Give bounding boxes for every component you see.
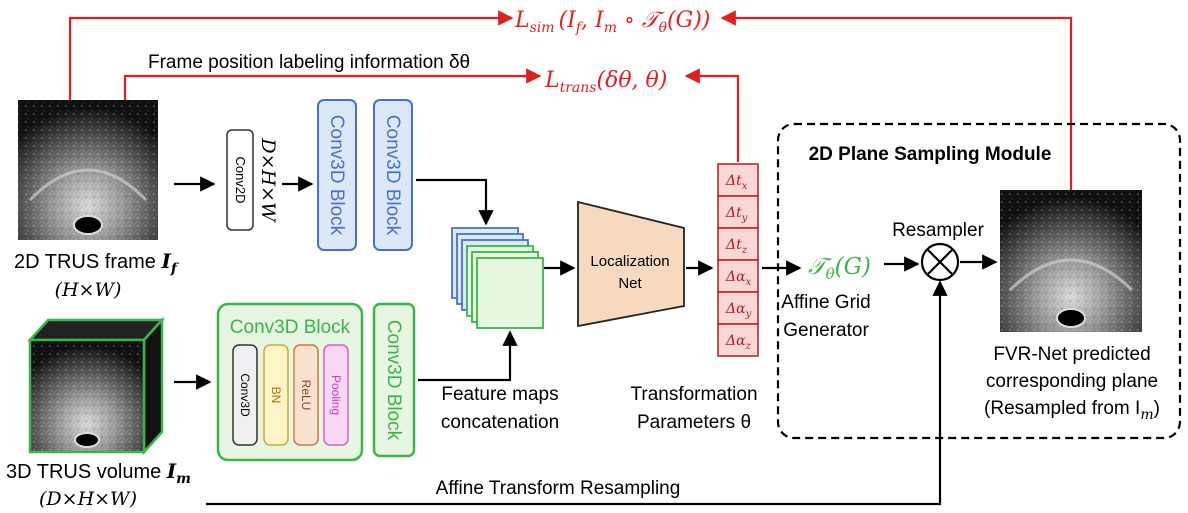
feature-maps-label-2: concatenation — [441, 412, 559, 433]
svg-text:Pooling: Pooling — [329, 375, 343, 415]
affine-grid-symbol: 𝒯θ(G) — [808, 254, 871, 283]
conv3d-block-green: Conv3D Block Conv3D BN ReLU Pooling — [216, 302, 364, 462]
svg-text:Conv3D Block: Conv3D Block — [383, 320, 404, 441]
param-label: Δαx — [725, 269, 752, 288]
param-cell: Δαz — [717, 323, 759, 357]
localization-net: Localization Net — [577, 200, 685, 328]
param-label: Δtz — [725, 237, 748, 256]
output-label-2: corresponding plane — [986, 371, 1158, 392]
frame-position-label: Frame position labeling information δθ — [148, 52, 470, 73]
conv3d-block-blue-2: Conv3D Block — [373, 99, 413, 251]
dhw-label: D×H×W — [257, 137, 279, 223]
bn-layer — [263, 344, 289, 446]
svg-text:Conv2D: Conv2D — [233, 157, 248, 204]
plane-sampling-module-box — [776, 122, 1182, 440]
svg-text:ReLU: ReLU — [299, 380, 313, 411]
affine-grid-label-2: Generator — [783, 320, 869, 341]
param-cell: Δαy — [717, 291, 759, 325]
param-label: Δty — [725, 205, 748, 224]
svg-text:Conv3D Block: Conv3D Block — [326, 115, 347, 236]
transformation-label-2: Parameters θ — [637, 412, 751, 433]
trus-frame-image — [18, 100, 158, 240]
loss-lines — [68, 10, 1073, 190]
pooling-layer — [323, 344, 349, 446]
resampler-icon — [920, 242, 960, 282]
conv3d-block-green-2: Conv3D Block — [372, 302, 416, 458]
module-title: 2D Plane Sampling Module — [809, 144, 1052, 165]
volume-caption: 3D TRUS volume Im — [6, 459, 191, 487]
svg-text:Conv3D Block: Conv3D Block — [382, 115, 403, 236]
frame-caption: 2D TRUS frame If — [14, 249, 180, 277]
resampler-label: Resampler — [892, 220, 985, 241]
feature-maps-label-1: Feature maps — [441, 384, 558, 405]
param-cell: Δty — [717, 195, 759, 229]
transformation-label-1: Transformation — [630, 384, 757, 405]
loss-trans-label: Ltrans(δθ, θ) — [544, 68, 667, 96]
predicted-plane-image — [1000, 190, 1142, 332]
output-label-3: (Resampled from Im) — [984, 398, 1160, 423]
feature-maps-stack — [451, 227, 544, 329]
svg-text:Conv3D Block: Conv3D Block — [230, 317, 351, 338]
flow-arrows — [174, 176, 998, 506]
output-label-1: FVR-Net predicted — [993, 344, 1150, 365]
frame-size: (H×W) — [55, 279, 122, 301]
volume-size: (D×H×W) — [39, 488, 137, 510]
relu-layer — [293, 344, 319, 446]
svg-text:Localization: Localization — [590, 253, 669, 270]
conv3d-layer — [232, 344, 258, 446]
svg-text:Net: Net — [618, 275, 642, 292]
param-cell: Δαx — [717, 259, 759, 293]
param-cell: Δtx — [717, 163, 759, 197]
conv3d-block-blue-1: Conv3D Block — [317, 99, 357, 251]
param-cell: Δtz — [717, 227, 759, 261]
param-label: Δtx — [725, 173, 748, 192]
conv2d-block: Conv2D — [226, 129, 254, 231]
affine-resampling-label: Affine Transform Resampling — [436, 478, 681, 499]
svg-text:Conv3D: Conv3D — [238, 373, 252, 417]
affine-grid-label-1: Affine Grid — [781, 292, 870, 313]
svg-text:BN: BN — [269, 387, 283, 404]
trus-volume-cube — [27, 316, 165, 456]
loss-sim-label: Lsim(If, Im ∘ 𝒯θ(G)) — [514, 8, 710, 36]
param-label: Δαy — [725, 301, 752, 320]
param-label: Δαz — [725, 333, 752, 352]
